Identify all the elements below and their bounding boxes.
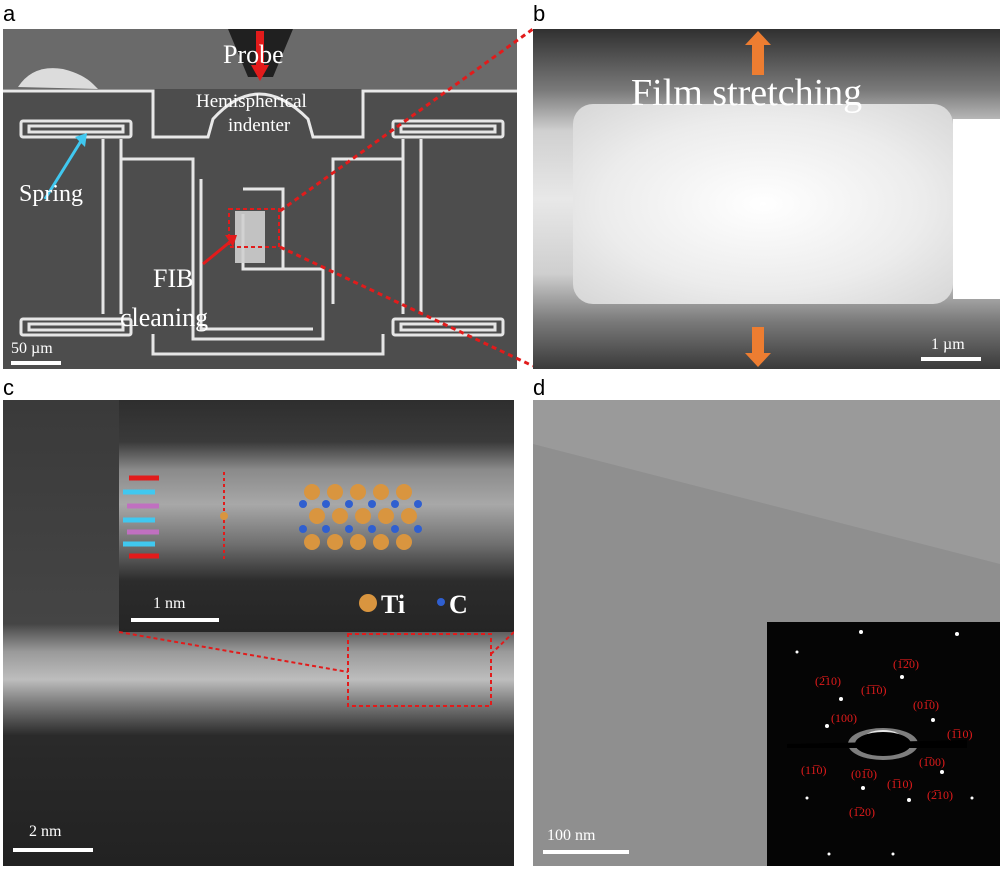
diffraction-label: (1̅1̅0) [861, 683, 887, 697]
film-stretching-title: Film stretching [631, 72, 863, 114]
diffraction-label: (1̅10) [887, 777, 913, 791]
ti-legend-icon [359, 594, 377, 612]
panel-c-haadf-image: Ti C 1 nm 2 nm [3, 400, 514, 866]
saed-inset: (1̅2̅0) (2̅10) (1̅1̅0) (01̅0) (100) (1̅1… [767, 622, 1000, 866]
zoom-box-c [118, 631, 514, 707]
fib-label-line2: cleaning [120, 303, 208, 332]
arrow-up-icon [745, 31, 771, 75]
arrow-down-icon [745, 327, 771, 367]
layer-arrows-icon [123, 475, 159, 559]
diffraction-label: (2̅10) [927, 788, 953, 802]
panel-b-tem-image: Film stretching 1 µm [533, 29, 1000, 369]
diffraction-label: (1̅2̅0) [893, 657, 919, 671]
stretch-arrows [745, 31, 771, 367]
diffraction-pattern: (1̅2̅0) (2̅10) (1̅1̅0) (01̅0) (100) (1̅1… [787, 630, 974, 856]
diffraction-label: (01̅0) [913, 698, 939, 712]
panel-c-scalebar [13, 848, 93, 852]
atomic-inset: Ti C 1 nm [119, 400, 514, 632]
spring-label: Spring [19, 181, 83, 207]
panel-c-letter: c [3, 375, 14, 400]
indenter-label-line2: indenter [228, 115, 291, 136]
mems-device-drawing: Probe Hemispherical indenter Spring FIB … [3, 29, 517, 369]
atom-model [123, 472, 445, 612]
diffraction-labels: (1̅2̅0) (2̅10) (1̅1̅0) (01̅0) (100) (1̅1… [801, 657, 973, 819]
diffraction-label: (1̅10) [947, 727, 973, 741]
panel-b-scalebar-label: 1 µm [931, 336, 965, 353]
ti-atoms [304, 484, 417, 550]
panel-b-scalebar [921, 357, 981, 361]
right-bright-edge [953, 119, 1000, 299]
diffraction-label: (1̅00) [919, 755, 945, 769]
diffraction-label: (01̅0) [851, 767, 877, 781]
c-legend-label: C [449, 590, 468, 619]
panel-c-inset-scalebar [131, 618, 219, 622]
indenter-label-line1: Hemispherical [196, 91, 307, 112]
diffraction-label: (100) [831, 711, 857, 725]
panel-a-letter: a [3, 1, 16, 26]
ti-legend-label: Ti [381, 590, 406, 619]
c-legend-icon [437, 598, 445, 606]
panel-b-letter: b [533, 1, 546, 26]
fib-label-line1: FIB [153, 264, 193, 293]
panel-d-letter: d [533, 375, 546, 400]
panel-d-scalebar-label: 100 nm [547, 827, 596, 844]
film-edge-region [533, 400, 1000, 564]
panel-d-tem-image: (1̅2̅0) (2̅10) (1̅1̅0) (01̅0) (100) (1̅1… [533, 400, 1000, 866]
diffraction-label: (2̅10) [815, 674, 841, 688]
panel-a-scalebar [11, 361, 61, 365]
diffraction-label: (1̅20) [849, 805, 875, 819]
stretched-film-region [573, 104, 953, 304]
panel-a-sem-image: Probe Hemispherical indenter Spring FIB … [3, 29, 517, 369]
panel-c-inset-scalebar-label: 1 nm [153, 595, 186, 612]
panel-d-scalebar [543, 850, 629, 854]
c-atoms [299, 500, 422, 533]
panel-c-scalebar-label: 2 nm [29, 823, 62, 840]
panel-a-scalebar-label: 50 µm [11, 340, 53, 357]
probe-label: Probe [223, 40, 284, 69]
diffraction-label: (11̅0) [801, 763, 827, 777]
